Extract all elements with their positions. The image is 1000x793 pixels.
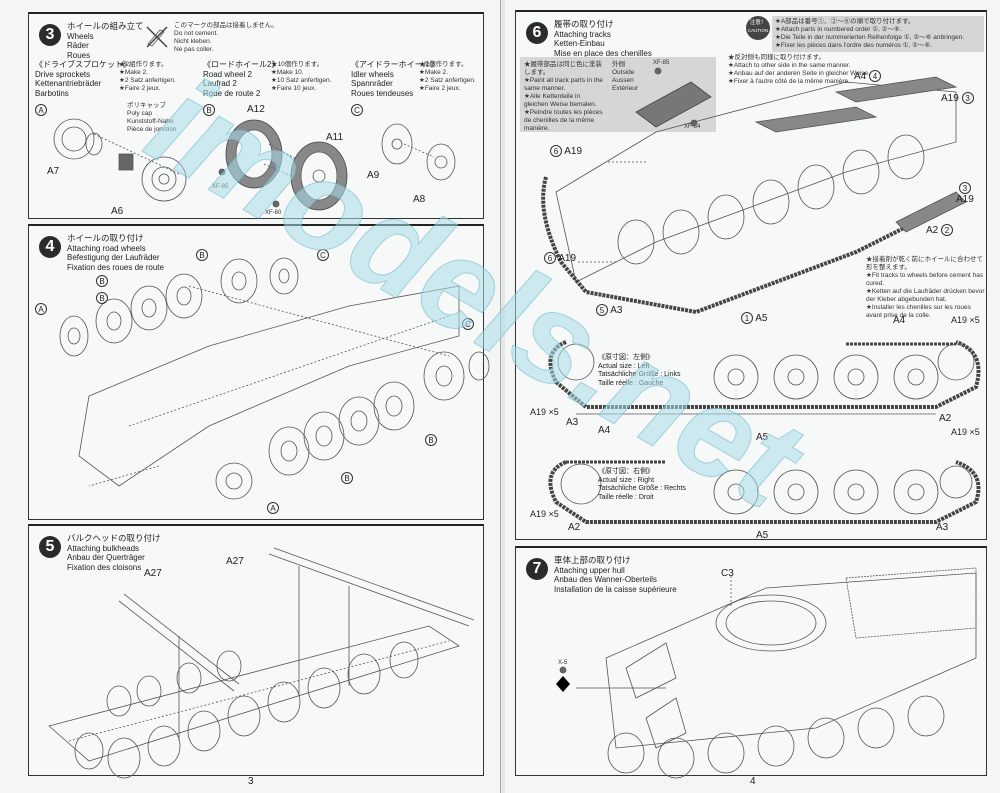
callout-b: B <box>96 292 108 304</box>
part-c3: C3 <box>721 568 734 579</box>
step-title: 履帯の取り付け Attaching tracks Ketten-Einbau M… <box>554 19 652 58</box>
paint-note: ★履帯部品は同じ色に塗装します。 ★Paint all track parts … <box>524 61 603 132</box>
paint-x5: X-5 <box>558 660 568 666</box>
part-a6: A6 <box>111 206 124 217</box>
other-side-note: ★反対側も同様に取り付けます。 ★Attach to other side in… <box>728 54 870 85</box>
step-title: ホイールの組み立て Wheels Räder Roues <box>67 21 144 60</box>
page-3: 3 ホイールの組み立て Wheels Räder Roues このマークの部品は… <box>28 12 490 787</box>
callout-b: B <box>425 434 437 446</box>
part-a19x5-top: A19 ×5 <box>951 315 980 325</box>
callout-b: B <box>341 472 353 484</box>
callout-4-a4: A4 4 <box>854 70 882 82</box>
part-a9: A9 <box>367 170 380 181</box>
callout-b: B <box>96 275 108 287</box>
part-a2: A2 <box>939 413 952 424</box>
drive-sprocket-drawing <box>53 118 187 202</box>
caution-note: ★A部品は番号①、②～⑥の順で取り付けます。 ★Attach parts in … <box>772 16 984 52</box>
part-a27-left: A27 <box>144 568 162 579</box>
part-a5: A5 <box>756 530 769 541</box>
part-a3: A3 <box>566 417 579 428</box>
part-a19x5: A19 ×5 <box>530 509 559 519</box>
step-title: バルクヘッドの取り付け Attaching bulkheads Anbau de… <box>67 533 161 572</box>
callout-c: C <box>462 318 474 330</box>
sub-c-quantity: ★2個作ります。 ★Make 2. ★2 Satz anfertigen. ★F… <box>419 61 476 92</box>
part-a5: A5 <box>756 432 769 443</box>
callout-1-a5: 1 A5 <box>741 312 767 324</box>
bulkheads-hull-drawing <box>48 547 475 779</box>
tracks-exploded-drawing <box>541 76 967 315</box>
part-a8: A8 <box>413 194 426 205</box>
sub-c-circle: C <box>351 104 363 116</box>
callout-6-a19: 6 A19 <box>550 145 582 157</box>
sub-a-circle: A <box>35 104 47 116</box>
sub-b-title: 《ロードホイール2》 Road wheel 2 Laufrad 2 Roue d… <box>203 60 280 98</box>
fit-tracks-note: ★接着剤が乾く前にホイールに合わせて形を整えます。 ★Fit tracks to… <box>866 256 985 319</box>
step-number-badge: 3 <box>39 24 61 46</box>
sub-c-title: 《アイドラーホイール》 Idler wheels Spannräder Roue… <box>351 60 439 98</box>
part-a19x5-right: A19 ×5 <box>951 427 980 437</box>
sub-b-quantity: ★10個作ります。 ★Make 10. ★10 Satz anfertigen.… <box>271 61 332 92</box>
callout-6-a19-lower: 6 A19 <box>544 252 576 264</box>
outside-label: 外側 Outside Aussen Extérieur <box>612 61 639 92</box>
poly-cap-label: ポリキャップ Poly cap Kunststoff-Nabe Pièce de… <box>127 102 177 133</box>
road-wheel-drawing <box>218 119 348 211</box>
step-number-badge: 4 <box>39 236 61 258</box>
sub-b-circle: B <box>203 104 215 116</box>
road-wheels-assembly-drawing <box>59 257 490 500</box>
paint-xf85: XF-85 <box>212 184 229 190</box>
part-a27-right: A27 <box>226 556 244 567</box>
part-a2: A2 <box>568 522 581 533</box>
part-a12: A12 <box>247 104 265 115</box>
paint-xf85: XF-85 <box>653 60 670 66</box>
step-6-panel: 6 履帯の取り付け Attaching tracks Ketten-Einbau… <box>515 10 987 541</box>
sub-a-quantity: ★2組作ります。 ★Make 2. ★2 Satz anfertigen. ★F… <box>119 61 176 92</box>
callout-a: A <box>267 502 279 514</box>
track-actual-size-left-drawing <box>548 340 981 415</box>
step-7-panel: 7 車体上部の取り付け Attaching upper hull Anbau d… <box>515 546 987 779</box>
step-number-badge: 5 <box>39 536 61 558</box>
callout-a: A <box>35 303 47 315</box>
page-4: 6 履帯の取り付け Attaching tracks Ketten-Einbau… <box>505 0 1000 793</box>
caution-badge: 注意！ CAUTION <box>746 16 770 40</box>
callout-c: C <box>317 249 329 261</box>
step-5-panel: 5 バルクヘッドの取り付け Attaching bulkheads Anbau … <box>28 524 484 779</box>
actual-size-right-title: 《原寸図：右側》 Actual size : Right Tatsächlich… <box>598 468 686 501</box>
part-a11: A11 <box>326 132 344 143</box>
step-4-panel: 4 ホイールの取り付け Attaching road wheels Befest… <box>28 224 490 520</box>
callout-3-a19: A19 3 <box>941 92 974 104</box>
part-a3: A3 <box>936 522 949 533</box>
part-a4-bottom: A4 <box>598 425 611 436</box>
callout-2-a2: A2 2 <box>926 224 954 236</box>
step-number-badge: 7 <box>526 558 548 580</box>
step-title: ホイールの取り付け Attaching road wheels Befestig… <box>67 233 164 272</box>
page-number: 3 <box>248 776 254 787</box>
callout-5-a3: 5 A3 <box>596 304 622 316</box>
paint-xf84: XF-84 <box>684 124 701 130</box>
part-a4-top: A4 <box>893 315 906 326</box>
step-title: 車体上部の取り付け Attaching upper hull Anbau des… <box>554 555 677 594</box>
page-gutter <box>500 0 505 793</box>
upper-hull-drawing <box>556 567 977 779</box>
callout-b: B <box>196 249 208 261</box>
idler-wheel-drawing <box>381 123 456 181</box>
step-number-badge: 6 <box>526 22 548 44</box>
part-a7: A7 <box>47 166 60 177</box>
paint-xf60: XF-60 <box>265 210 282 216</box>
part-a19x5-left: A19 ×5 <box>530 407 559 417</box>
track-actual-size-right-drawing <box>548 460 981 524</box>
step-3-panel: 3 ホイールの組み立て Wheels Räder Roues このマークの部品は… <box>28 12 484 219</box>
no-cement-note: このマークの部品は接着しません。 Do not cement. Nicht kl… <box>174 22 278 53</box>
no-cement-icon <box>146 26 168 48</box>
page-number: 4 <box>750 776 756 787</box>
actual-size-left-title: 《原寸図：左側》 Actual size : Left Tatsächliche… <box>598 354 681 387</box>
sub-a-title: 《ドライブスプロケット》 Drive sprockets Kettenantri… <box>35 60 131 98</box>
